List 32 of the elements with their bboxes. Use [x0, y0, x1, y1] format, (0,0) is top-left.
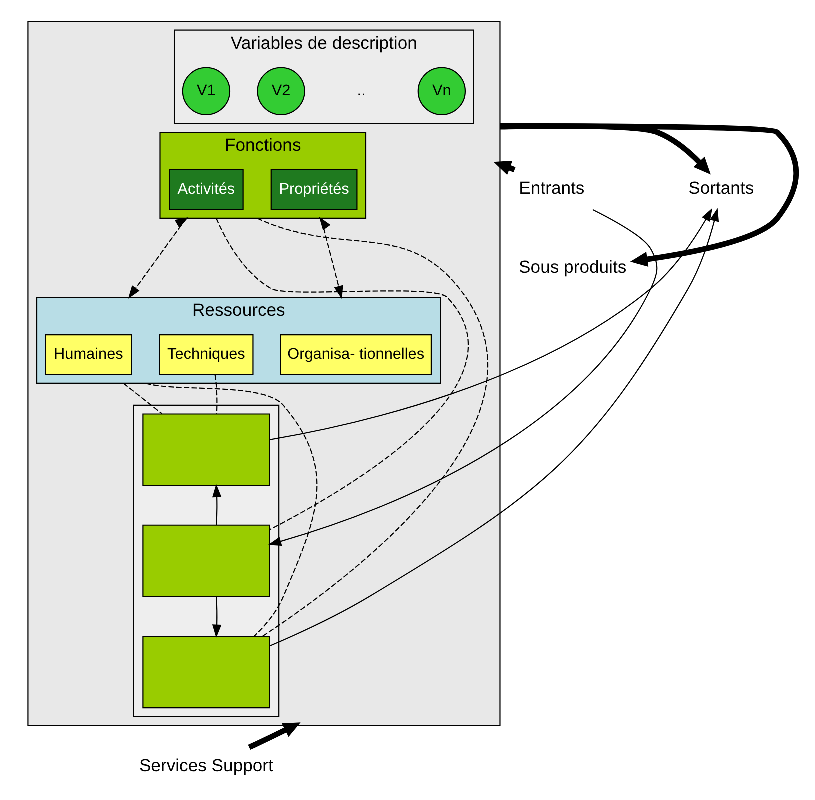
arrow — [212, 596, 222, 638]
node-box: Humaines — [44, 334, 132, 376]
node-text: Services Support — [138, 756, 273, 776]
connector — [145, 382, 318, 637]
arrow — [268, 209, 658, 546]
node-box — [142, 414, 270, 486]
arrow — [500, 123, 799, 268]
node-box: Activités — [168, 169, 244, 210]
arrow — [318, 217, 343, 300]
node-circle: Vn — [417, 67, 466, 116]
cluster — [132, 404, 280, 718]
node-text: Entrants — [518, 178, 584, 198]
cluster — [27, 21, 500, 726]
connector — [256, 218, 488, 637]
node-circle: V2 — [256, 67, 305, 116]
arrow — [128, 218, 188, 299]
connector — [215, 218, 468, 530]
arrow — [248, 722, 300, 750]
arrow — [269, 208, 719, 647]
node-text: Sous produits — [518, 257, 626, 278]
node-box: Propriétés — [270, 169, 358, 210]
node-box — [142, 524, 270, 598]
connector — [122, 383, 162, 414]
node-text: Sortants — [688, 178, 754, 198]
node-box: Techniques — [158, 334, 254, 376]
node-box — [142, 636, 270, 709]
connector — [214, 374, 218, 414]
node-box: Organisa- tionnelles — [280, 334, 432, 376]
arrow — [212, 484, 222, 526]
label: .. — [356, 82, 366, 100]
arrow — [269, 208, 712, 441]
node-circle: V1 — [182, 67, 230, 116]
